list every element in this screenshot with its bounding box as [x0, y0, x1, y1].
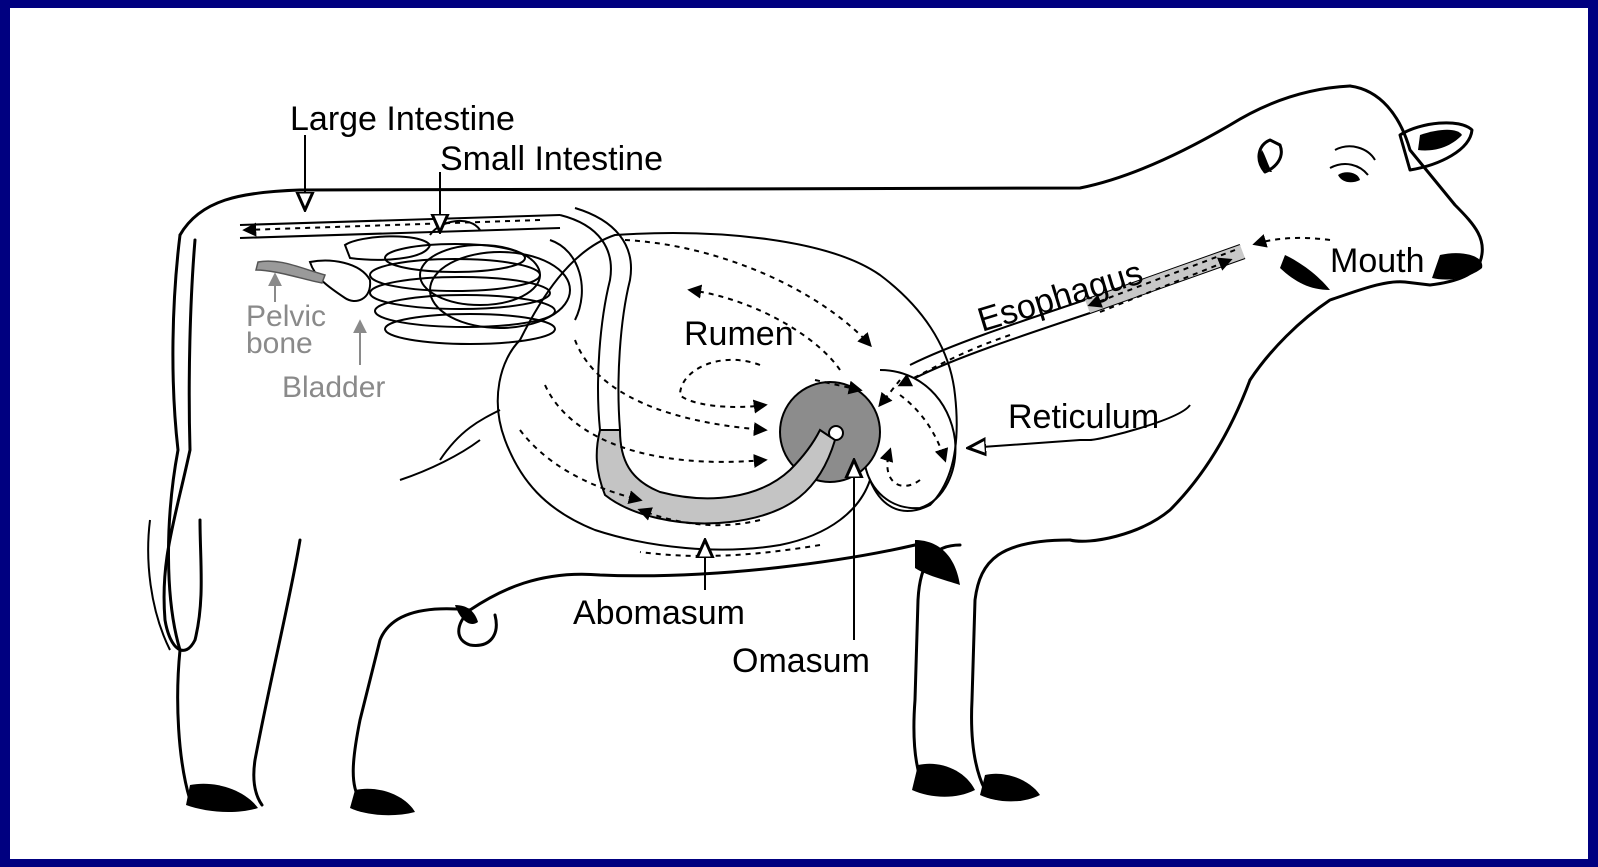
label-esophagus: Esophagus — [973, 254, 1147, 340]
label-abomasum: Abomasum — [573, 594, 745, 632]
label-omasum: Omasum — [732, 642, 870, 680]
large-intestine — [240, 215, 560, 225]
label-large-intestine: Large Intestine — [290, 100, 515, 138]
label-small-intestine: Small Intestine — [440, 140, 663, 178]
digestive-tract — [240, 208, 1330, 556]
label-bladder: Bladder — [282, 371, 385, 404]
leader-lines — [275, 135, 1190, 640]
small-intestine — [370, 221, 582, 344]
label-reticulum: Reticulum — [1008, 398, 1159, 436]
label-pelvic-bone-line2: bone — [246, 327, 313, 360]
label-mouth: Mouth — [1330, 242, 1425, 280]
label-rumen: Rumen — [684, 315, 794, 353]
